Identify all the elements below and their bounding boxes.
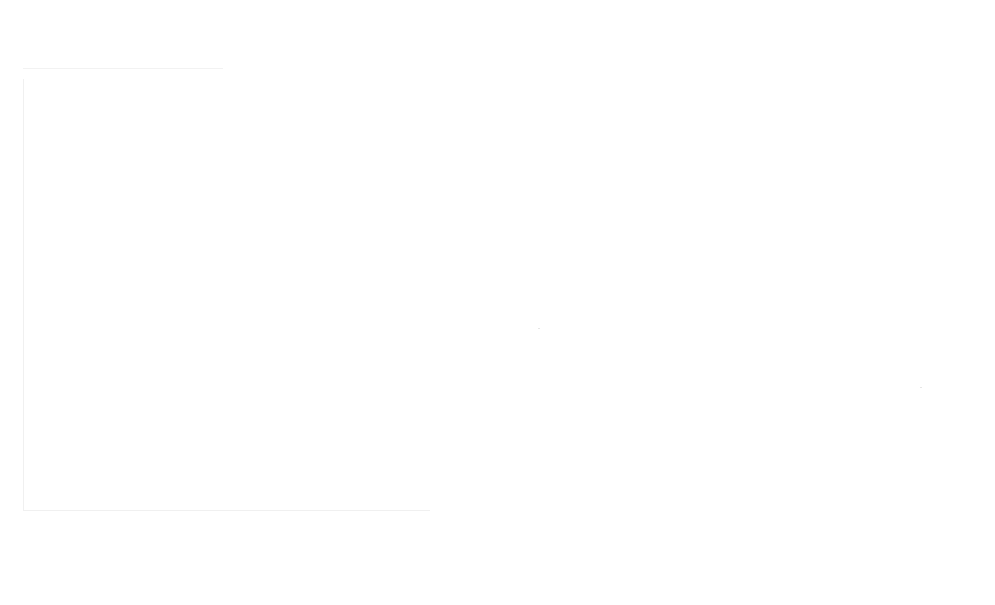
top-divider bbox=[23, 68, 223, 69]
artifact-mark bbox=[920, 387, 922, 388]
blank-content-panel bbox=[23, 79, 430, 511]
artifact-mark bbox=[538, 328, 540, 329]
